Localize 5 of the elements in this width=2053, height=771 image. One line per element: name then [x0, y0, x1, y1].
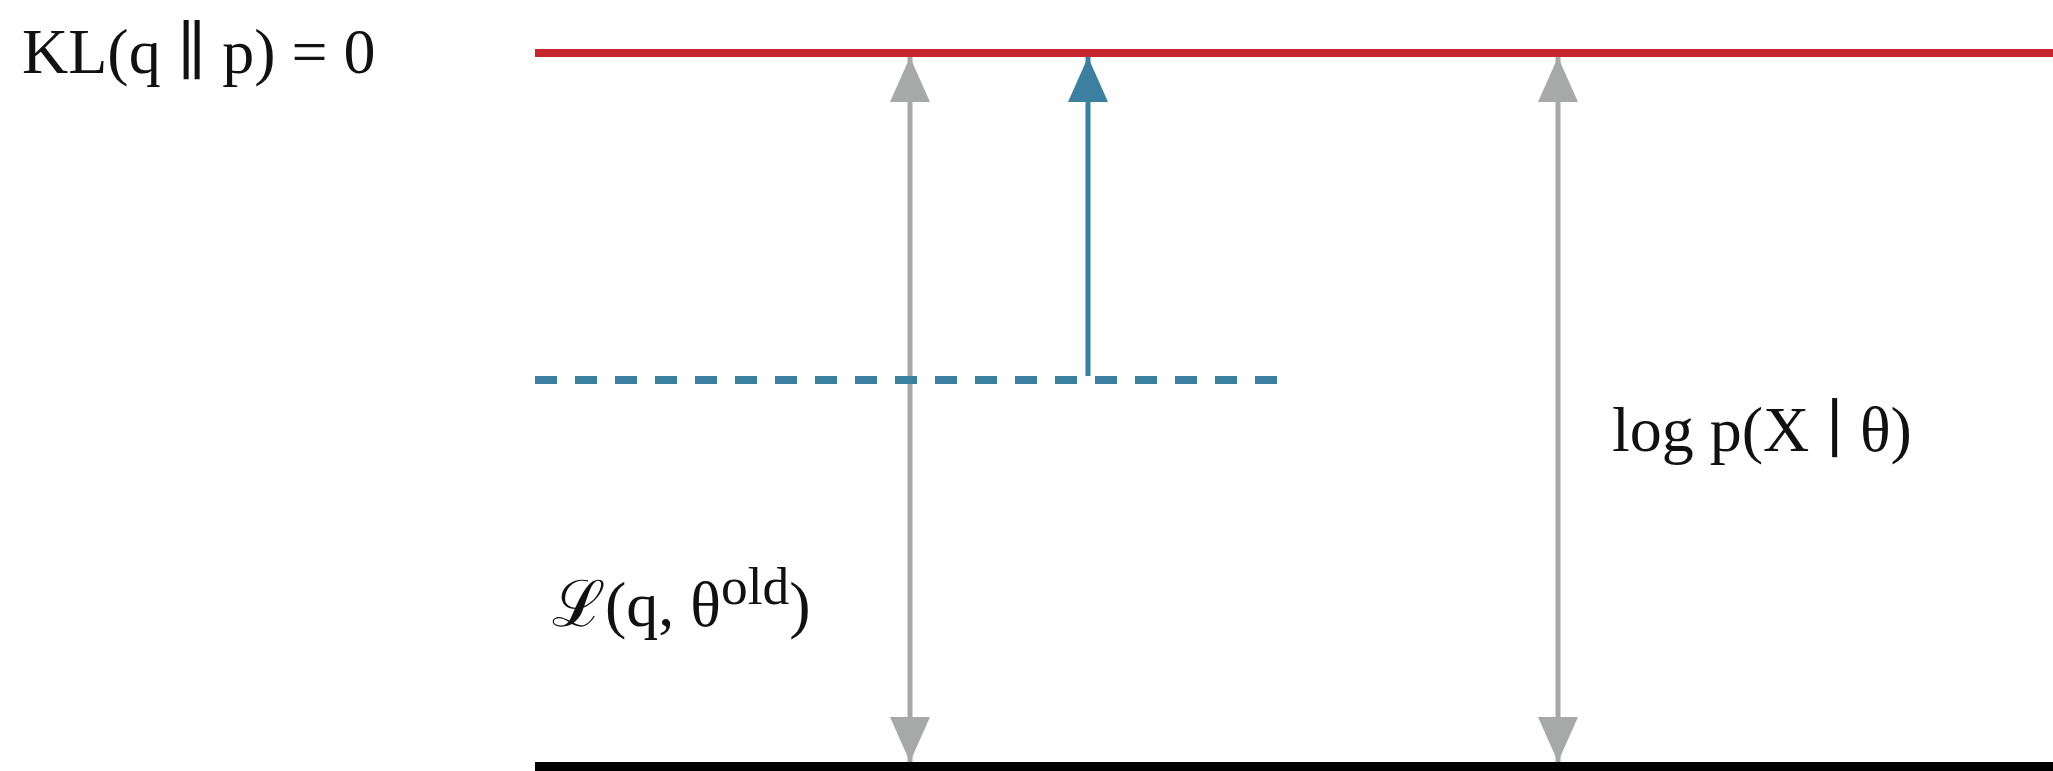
baseline	[535, 762, 2053, 771]
edge-label: ℒ(q, θ$^{old}$)	[552, 560, 811, 638]
arrow	[1068, 57, 1108, 376]
arrow	[890, 57, 930, 762]
arrow	[1538, 57, 1578, 762]
